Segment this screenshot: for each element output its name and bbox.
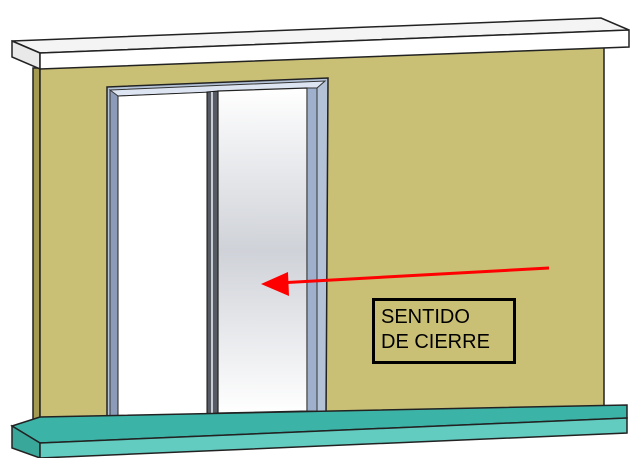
floor-slab bbox=[10, 404, 628, 458]
label-line-2: DE CIERRE bbox=[381, 331, 490, 353]
arrow-shaft bbox=[277, 266, 550, 285]
floor-slab-front bbox=[11, 424, 41, 458]
wall-side-face bbox=[32, 67, 41, 429]
closing-direction-label: SENTIDO DE CIERRE bbox=[372, 298, 516, 364]
door-opening bbox=[117, 91, 212, 418]
wall-cap-front-long bbox=[39, 29, 630, 70]
label-line-1: SENTIDO bbox=[381, 306, 470, 328]
floor-slab-front-long bbox=[39, 417, 628, 458]
door-frame-right-inner-side bbox=[306, 87, 318, 412]
arrow-left-icon bbox=[261, 266, 550, 296]
sliding-door-leaf bbox=[217, 87, 308, 414]
arrow-head bbox=[261, 272, 289, 296]
door-frame-left-inner-side bbox=[109, 89, 119, 426]
wall-cap bbox=[11, 17, 630, 71]
